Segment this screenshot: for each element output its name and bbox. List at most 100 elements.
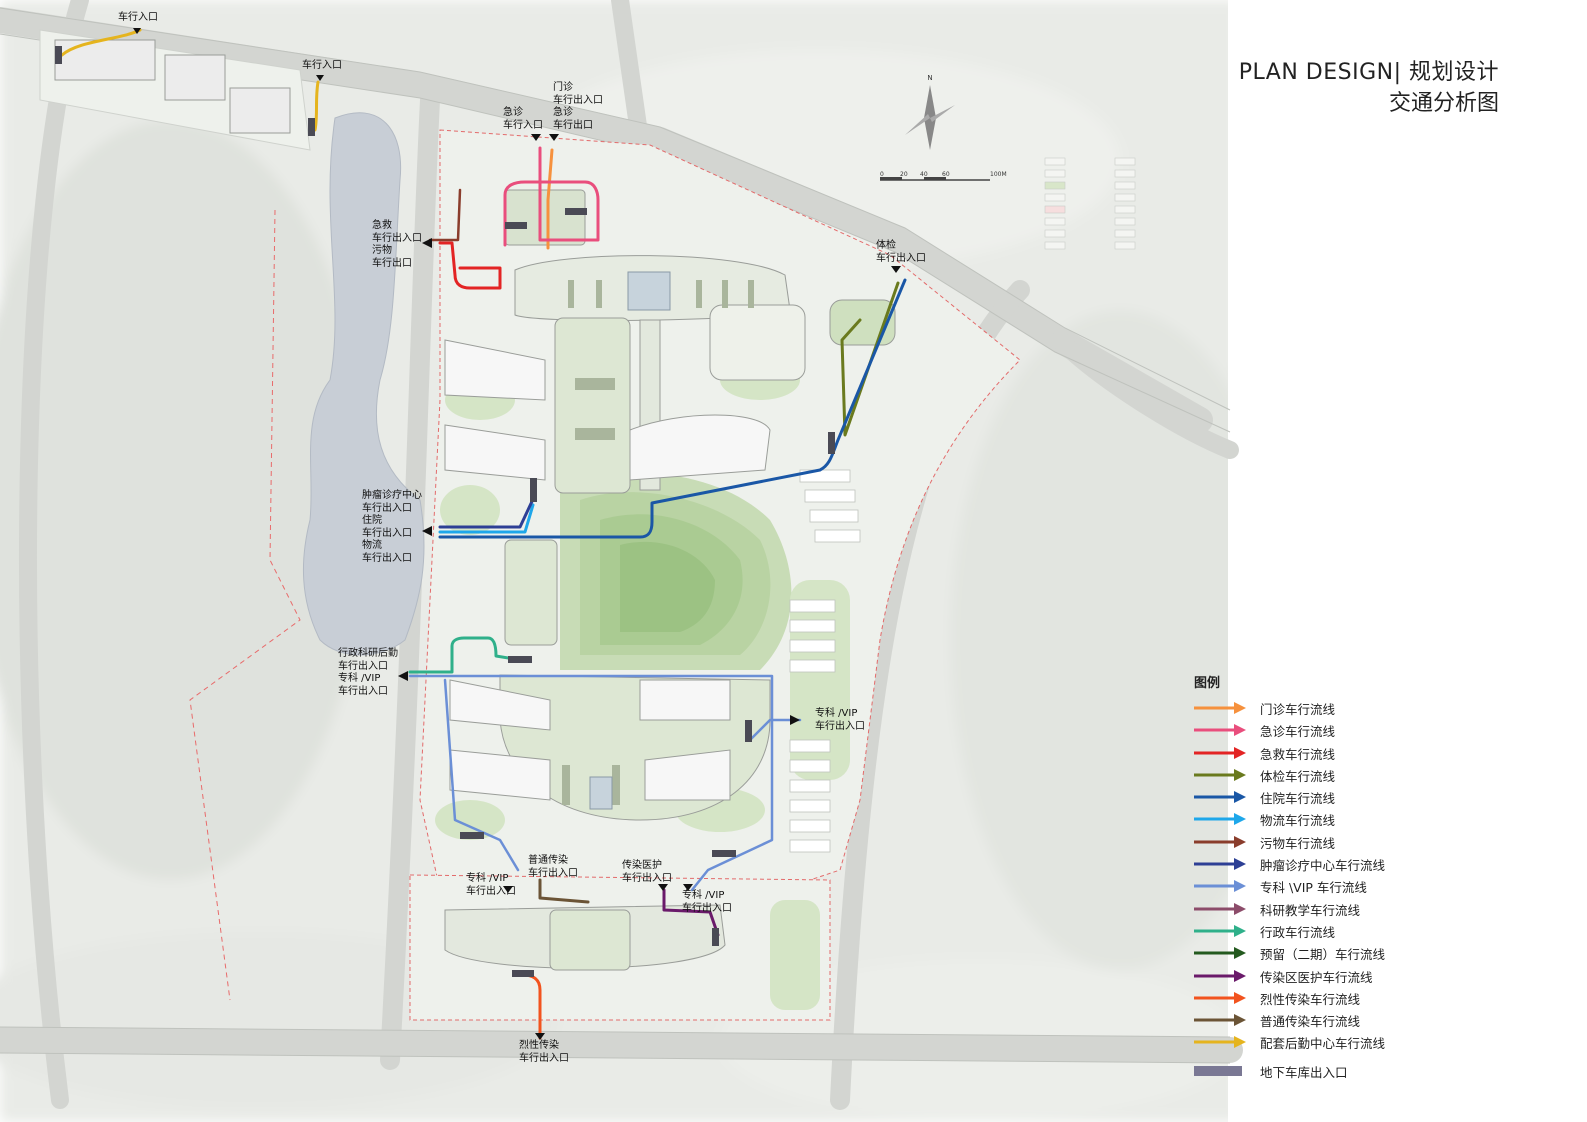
title-english: PLAN DESIGN| 规划设计 <box>1238 60 1499 85</box>
callout-rescue-waste-entry: 急救车行出入口污物车行出口 <box>372 220 422 270</box>
flow-arrow-icon <box>1194 969 1246 982</box>
callout-line: 车行入口 <box>302 60 342 71</box>
callout-line: 车行出入口 <box>466 885 516 897</box>
scale-label: 20 <box>900 171 908 178</box>
legend-item-label: 急救车行流线 <box>1260 746 1336 762</box>
callout-line: 车行出入口 <box>362 502 412 514</box>
callout-line: 行政科研后勤 <box>338 648 398 659</box>
legend-item: 急救车行流线 <box>1194 742 1554 764</box>
flow-admin <box>408 636 522 674</box>
flow-logistics <box>438 503 535 534</box>
garage-swatch-icon <box>1194 1065 1242 1076</box>
legend-item: 科研教学车行流线 <box>1194 898 1554 920</box>
callout-support-entry-nw: 车行入口 <box>118 12 158 25</box>
east-parking <box>789 469 861 853</box>
flow-arrow-icon <box>1194 1036 1246 1049</box>
legend-item: 门诊车行流线 <box>1194 697 1554 719</box>
callout-line: 车行出入口 <box>372 232 422 244</box>
flow-arrow-icon <box>1194 902 1246 915</box>
callout-line: 传染医护 <box>622 860 662 871</box>
legend-item-label: 地下车库出入口 <box>1260 1064 1348 1080</box>
flow-arrow-icon <box>1194 835 1246 848</box>
central-park <box>560 473 792 670</box>
callout-line: 专科 /VIP <box>338 673 381 684</box>
legend-item: 体检车行流线 <box>1194 764 1554 786</box>
legend-item-label: 配套后勤中心车行流线 <box>1260 1036 1386 1052</box>
callout-line: 车行出入口 <box>338 660 388 672</box>
callout-line: 肿瘤诊疗中心 <box>362 490 422 501</box>
legend-item: 地下车库出入口 <box>1194 1060 1554 1082</box>
callout-line: 车行出入口 <box>362 527 412 539</box>
callout-line: 污物 <box>372 245 392 256</box>
legend-panel: 图例 门诊车行流线急诊车行流线急救车行流线体检车行流线住院车行流线物流车行流线污… <box>1194 672 1554 1082</box>
flow-support <box>60 28 142 57</box>
flow-support-2 <box>313 80 320 132</box>
legend-item-label: 行政车行流线 <box>1260 924 1336 940</box>
buildings <box>54 39 896 971</box>
callout-common-infection: 普通传染车行出入口 <box>528 855 578 880</box>
callout-line: 住院 <box>362 515 382 526</box>
callout-checkup-entry: 体检车行出入口 <box>876 240 926 265</box>
callout-line: 专科 /VIP <box>815 708 858 719</box>
flow-vip-inner <box>443 678 520 872</box>
legend-item-label: 污物车行流线 <box>1260 835 1336 851</box>
flow-tumor <box>438 493 537 529</box>
legend-item-label: 科研教学车行流线 <box>1260 902 1361 918</box>
scale-label: 0 <box>880 171 884 178</box>
flow-rescue <box>438 241 502 290</box>
flow-arrow-icon <box>1194 724 1246 737</box>
callout-line: 体检 <box>876 240 896 251</box>
legend-item-label: 预留（二期）车行流线 <box>1260 947 1386 963</box>
flow-arrow-icon <box>1194 991 1246 1004</box>
callout-emergency-entry: 急诊车行入口 <box>503 107 543 132</box>
legend-item: 污物车行流线 <box>1194 831 1554 853</box>
callout-line: 车行出入口 <box>682 902 732 914</box>
legend-item: 急诊车行流线 <box>1194 719 1554 741</box>
legend-item: 专科 \VIP 车行流线 <box>1194 875 1554 897</box>
callout-line: 车行出入口 <box>362 552 412 564</box>
legend-item-label: 体检车行流线 <box>1260 768 1336 784</box>
flow-vip-west <box>408 674 774 892</box>
callout-line: 车行出入口 <box>338 685 388 697</box>
callout-line: 门诊 <box>553 82 573 93</box>
legend-item-label: 普通传染车行流线 <box>1260 1014 1361 1030</box>
callout-line: 急救 <box>372 220 392 231</box>
legend-item-label: 传染区医护车行流线 <box>1260 969 1373 985</box>
scale-label: 100M <box>990 171 1007 178</box>
callout-line: 急诊 <box>503 107 523 118</box>
callout-severe-infection: 烈性传染车行出入口 <box>519 1040 569 1065</box>
callout-line: 烈性传染 <box>519 1040 559 1051</box>
page-title: PLAN DESIGN| 规划设计 交通分析图 <box>1239 58 1499 120</box>
compass <box>880 85 990 181</box>
callout-outpatient-entry: 门诊车行出入口急诊车行出口 <box>553 82 603 132</box>
callout-line: 车行出口 <box>553 119 593 131</box>
legend-item: 物流车行流线 <box>1194 808 1554 830</box>
legend-item-label: 物流车行流线 <box>1260 813 1336 829</box>
legend-item: 烈性传染车行流线 <box>1194 987 1554 1009</box>
legend-item-label: 肿瘤诊疗中心车行流线 <box>1260 858 1386 874</box>
callout-support-entry-ne: 车行入口 <box>302 60 342 73</box>
callout-tumor-inpatient-logistics: 肿瘤诊疗中心车行出入口住院车行出入口物流车行出入口 <box>362 490 422 565</box>
garage-entrances <box>55 46 835 977</box>
flow-infect-staff <box>662 888 720 937</box>
title-chinese: 交通分析图 <box>1388 91 1499 116</box>
north-label: N <box>927 74 932 82</box>
flow-arrow-icon <box>1194 768 1246 781</box>
callout-line: 专科 /VIP <box>466 873 509 884</box>
scale-label: 60 <box>942 171 950 178</box>
callout-line: 车行出入口 <box>622 872 672 884</box>
entry-markers <box>133 28 901 1040</box>
flow-waste <box>428 188 462 242</box>
lake <box>302 112 425 656</box>
callout-line: 车行出口 <box>372 257 412 269</box>
flow-arrow-icon <box>1194 746 1246 759</box>
legend-item: 肿瘤诊疗中心车行流线 <box>1194 853 1554 875</box>
legend-item: 传染区医护车行流线 <box>1194 965 1554 987</box>
flow-arrow-icon <box>1194 813 1246 826</box>
